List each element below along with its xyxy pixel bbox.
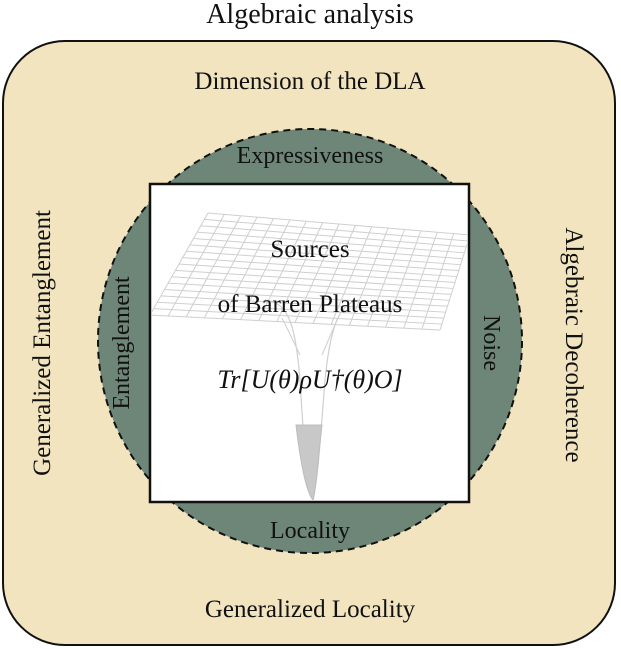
barren-plateau-landscape [152, 212, 467, 500]
grid-line [330, 226, 373, 325]
funnel-needle [295, 424, 323, 500]
grid-line [385, 230, 422, 328]
grid-line [168, 282, 450, 301]
grid-line [178, 263, 456, 283]
outer-label-top: Dimension of the DLA [194, 68, 425, 95]
grid-line [367, 229, 405, 327]
grid-line [421, 233, 455, 330]
grid-line [439, 242, 467, 331]
ring-label-right: Noise [478, 315, 504, 371]
outer-label-bottom: Generalized Locality [205, 596, 416, 623]
center-title-line2: of Barren Plateaus [218, 291, 403, 318]
outer-label-right: Algebraic Decoherence [560, 227, 587, 462]
center-formula: Tr[U(θ)ρU†(θ)O] [217, 365, 402, 394]
ring-label-left: Entanglement [109, 276, 135, 410]
grid-line [153, 308, 442, 325]
grid-line [312, 225, 356, 324]
diagram-title: Algebraic analysis [206, 0, 414, 30]
grid-line [348, 227, 389, 326]
funnel-curve [321, 317, 339, 356]
ring-label-top: Expressiveness [237, 143, 384, 169]
grid-line [171, 276, 452, 295]
grid-line [175, 269, 454, 289]
grid-line [157, 301, 444, 319]
ring-label-bottom: Locality [270, 518, 350, 544]
grid-line [160, 295, 446, 313]
outer-label-left: Generalized Entanglement [29, 210, 56, 476]
grid-line [164, 289, 448, 307]
center-title-line1: Sources [270, 236, 349, 263]
funnel-curve [281, 317, 301, 356]
grid-line [403, 232, 438, 329]
grid-line [152, 314, 441, 331]
